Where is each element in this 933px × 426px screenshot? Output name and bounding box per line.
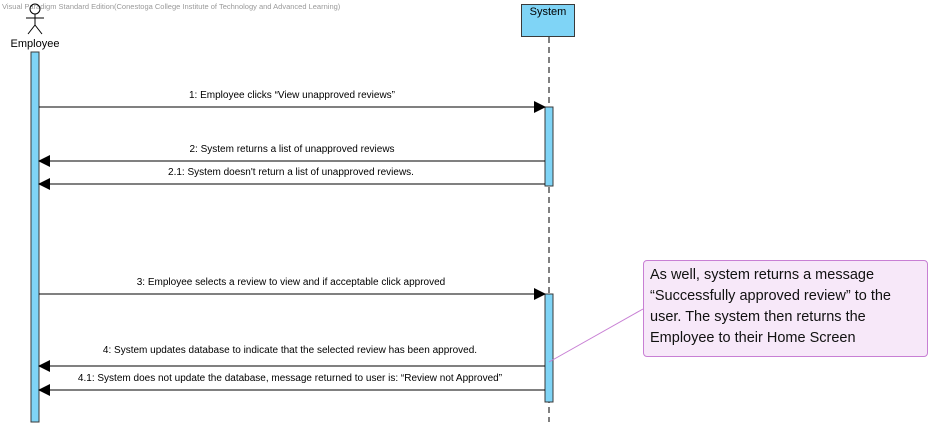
system-activation-bar-1 bbox=[544, 106, 554, 187]
employee-activation-bar bbox=[30, 51, 40, 423]
system-activation-bar-2 bbox=[544, 293, 554, 403]
employee-label: Employee bbox=[10, 38, 60, 50]
watermark-text: Visual Paradigm Standard Edition(Conesto… bbox=[2, 2, 341, 11]
note-box: As well, system returns a message “Succe… bbox=[643, 260, 928, 357]
system-lifeline-box: System bbox=[521, 4, 575, 37]
message-2-label: 2: System returns a list of unapproved r… bbox=[189, 144, 395, 155]
message-1-label: 1: Employee clicks “View unapproved revi… bbox=[188, 90, 396, 101]
note-line-1: As well, system returns a message bbox=[650, 267, 875, 283]
message-3-label: 3: Employee selects a review to view and… bbox=[136, 277, 446, 288]
note-line-3: user. The system then returns the bbox=[650, 309, 866, 325]
note-line-2: “Successfully approved review” to the bbox=[650, 288, 891, 304]
system-label: System bbox=[529, 6, 567, 18]
message-4-label: 4: System updates database to indicate t… bbox=[102, 345, 478, 356]
message-4-1-label: 4.1: System does not update the database… bbox=[77, 373, 503, 384]
note-anchor-line bbox=[548, 308, 644, 363]
message-2-1-label: 2.1: System doesn't return a list of una… bbox=[168, 167, 414, 178]
note-line-4: Employee to their Home Screen bbox=[650, 330, 856, 346]
employee-actor-icon bbox=[26, 3, 44, 35]
